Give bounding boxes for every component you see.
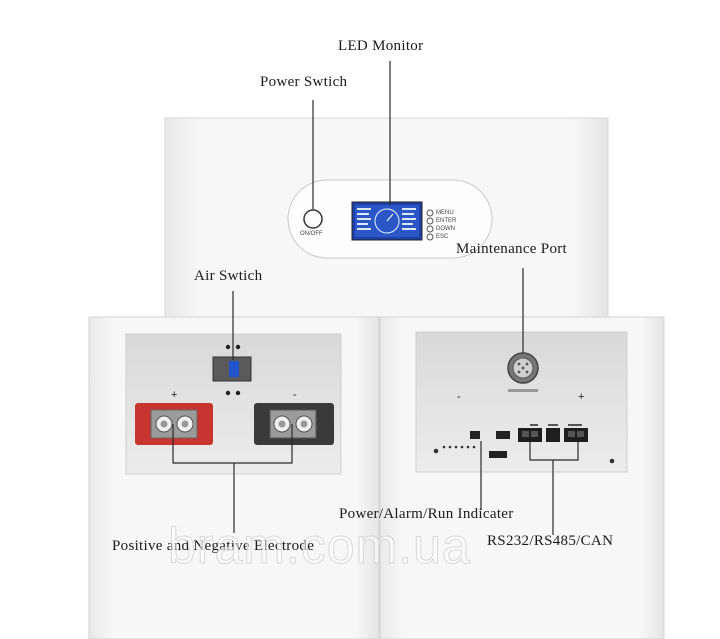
communication-ports — [518, 428, 588, 442]
power-switch-label: Power Swtich — [260, 74, 348, 90]
enter-button-label[interactable]: ENTER — [436, 218, 457, 224]
port-plus-sign: + — [578, 391, 585, 403]
down-button-label[interactable]: DOWN — [436, 226, 455, 232]
watermark: bram.com.ua — [168, 518, 471, 575]
maintenance-port-label: Maintenance Port — [456, 241, 568, 257]
on-off-label: ON/OFF — [300, 231, 323, 237]
positive-sign: + — [171, 389, 178, 401]
reset-port — [496, 431, 510, 439]
menu-button-label[interactable]: MENU — [436, 210, 454, 216]
port-minus-sign: - — [457, 391, 461, 403]
air-switch-label: Air Swtich — [194, 268, 263, 284]
negative-sign: - — [293, 389, 297, 401]
dip-switch — [470, 431, 480, 439]
rs-ports-label: RS232/RS485/CAN — [487, 533, 614, 549]
esc-button-label[interactable]: ESC — [436, 234, 449, 240]
panel-button-labels: MENU ENTER DOWN ESC — [436, 209, 456, 241]
power-alarm-run-label: Power/Alarm/Run Indicater — [339, 506, 514, 522]
air-switch-toggle — [229, 361, 239, 377]
electrode-label: Positive and Negative Electrode — [112, 538, 315, 554]
power-button-icon — [303, 209, 323, 229]
led-monitor-label: LED Monitor — [338, 38, 424, 54]
